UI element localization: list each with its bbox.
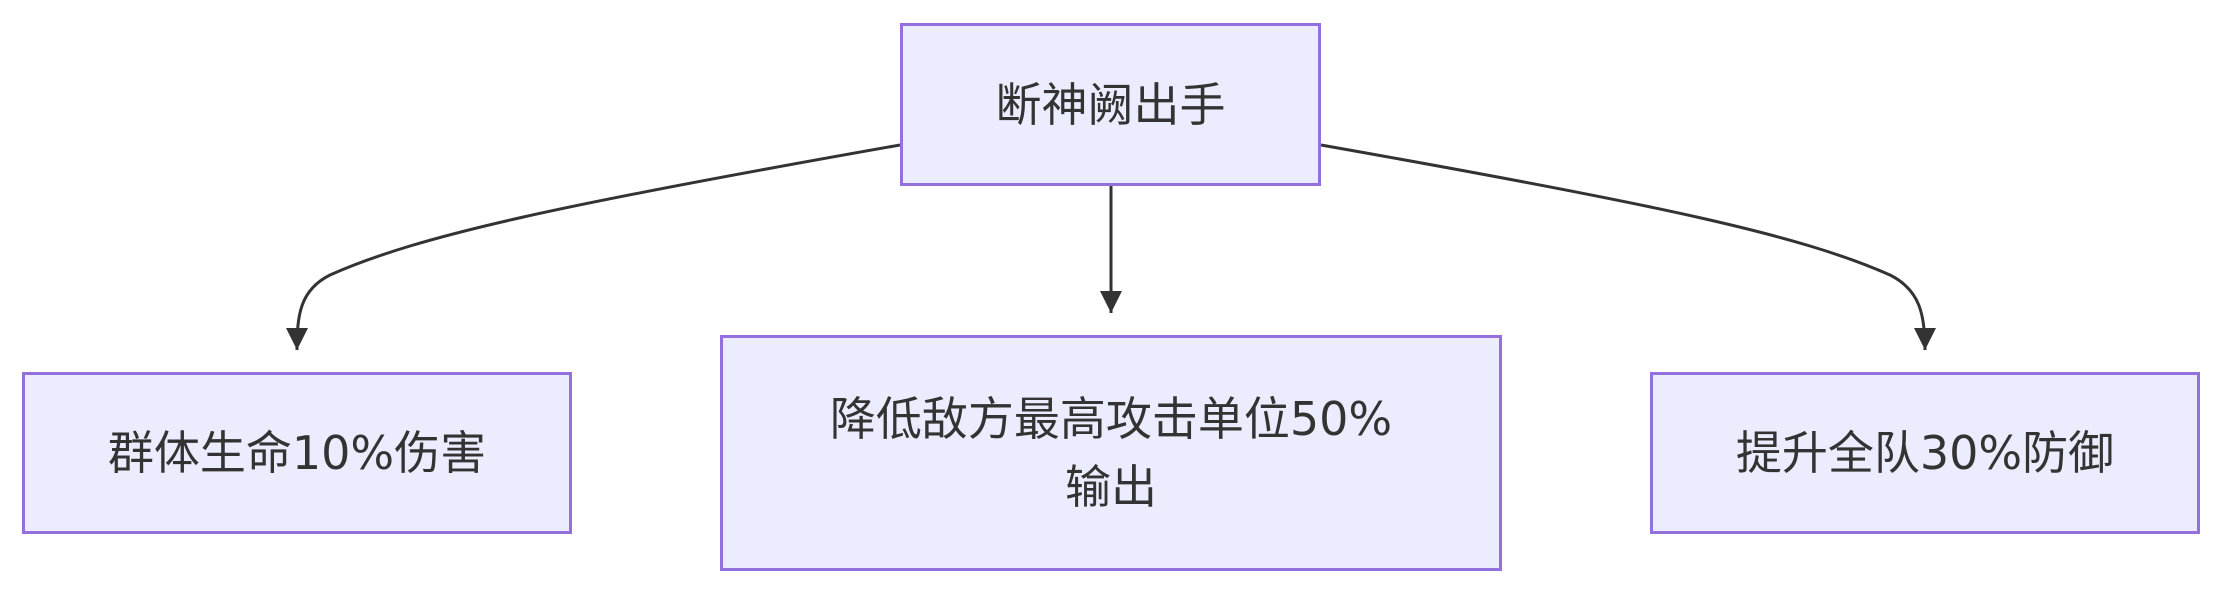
node-team-defense: 提升全队30%防御 <box>1650 372 2200 534</box>
node-reduce-output: 降低敌方最高攻击单位50% 输出 <box>720 335 1502 571</box>
node-team-defense-label: 提升全队30%防御 <box>1735 426 2115 480</box>
node-root-label: 断神阙出手 <box>995 77 1226 132</box>
edge-root-to-right <box>1320 143 1936 351</box>
node-group-damage: 群体生命10%伤害 <box>22 372 572 534</box>
node-root: 断神阙出手 <box>900 23 1321 186</box>
node-group-damage-label: 群体生命10%伤害 <box>107 426 487 480</box>
edge-root-to-left <box>286 143 901 351</box>
node-reduce-output-label: 降低敌方最高攻击单位50% 输出 <box>829 392 1393 514</box>
